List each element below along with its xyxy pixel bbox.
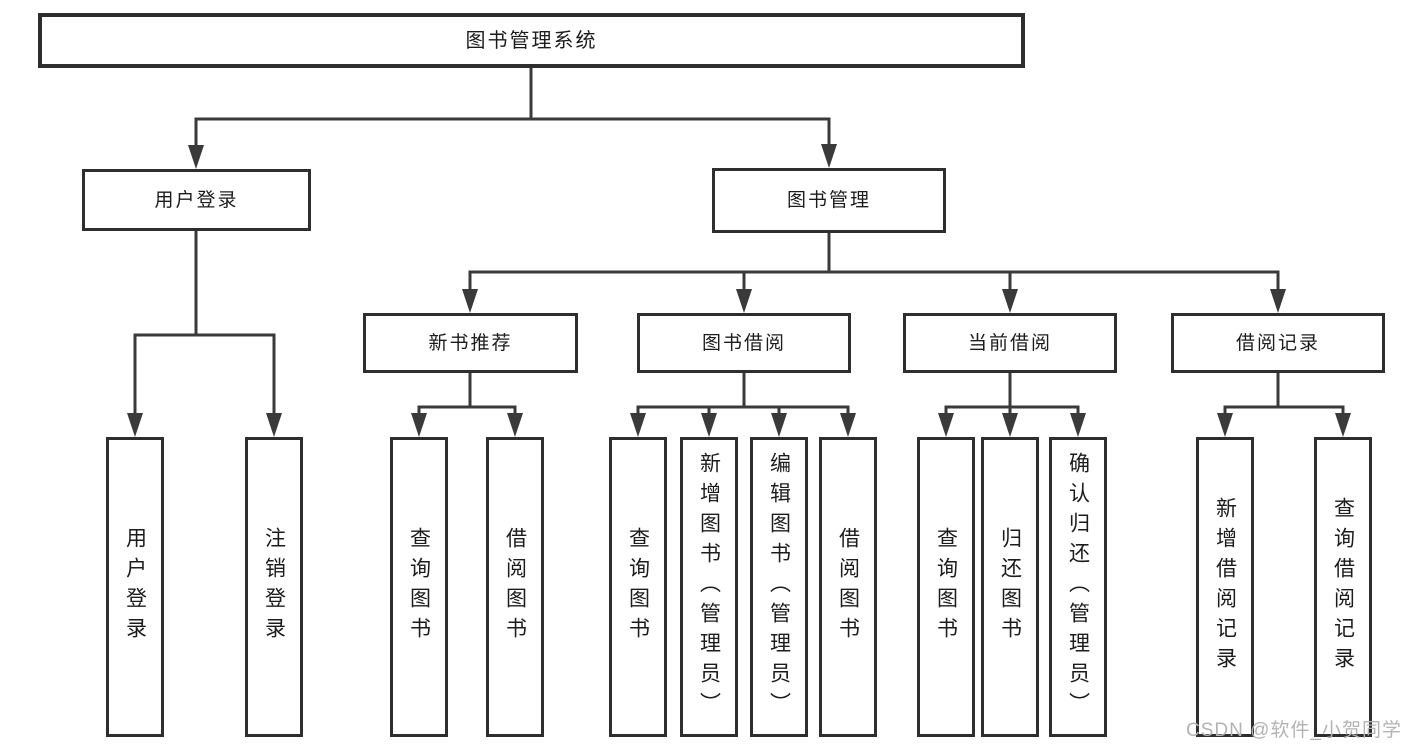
leaf-add-borrow-record: 新增借阅记录 — [1196, 437, 1254, 737]
leaf-edit-books-admin-label: 编辑图书（管理员） — [767, 452, 791, 722]
node-current-borrow-label: 当前借阅 — [967, 332, 1052, 354]
leaf-logout: 注销登录 — [245, 437, 303, 737]
leaf-query-books-3: 查询图书 — [917, 437, 975, 737]
leaf-borrow-books-2: 借阅图书 — [819, 437, 877, 737]
node-user-login-label: 用户登录 — [154, 189, 239, 211]
node-book-borrow: 图书借阅 — [637, 313, 851, 373]
node-new-book-recommend-label: 新书推荐 — [428, 332, 513, 354]
node-book-management: 图书管理 — [712, 168, 946, 233]
node-user-login: 用户登录 — [82, 169, 311, 231]
node-borrow-records: 借阅记录 — [1171, 313, 1385, 373]
node-library-system-label: 图书管理系统 — [465, 29, 598, 52]
leaf-add-borrow-record-label: 新增借阅记录 — [1213, 497, 1237, 677]
leaf-edit-books-admin: 编辑图书（管理员） — [750, 437, 808, 737]
node-library-system: 图书管理系统 — [38, 13, 1025, 68]
node-current-borrow: 当前借阅 — [903, 313, 1117, 373]
leaf-confirm-return-admin-label: 确认归还（管理员） — [1066, 452, 1090, 722]
csdn-watermark: CSDN @软件_小贺同学 — [1186, 720, 1402, 741]
leaf-logout-label: 注销登录 — [262, 527, 286, 647]
node-book-management-label: 图书管理 — [786, 190, 871, 211]
leaf-add-books-admin: 新增图书（管理员） — [680, 437, 738, 737]
leaf-user-login: 用户登录 — [106, 437, 164, 737]
leaf-query-books-3-label: 查询图书 — [934, 527, 958, 647]
leaf-query-books-1: 查询图书 — [390, 437, 448, 737]
leaf-query-borrow-record: 查询借阅记录 — [1314, 437, 1372, 737]
leaf-borrow-books-1: 借阅图书 — [486, 437, 544, 737]
leaf-confirm-return-admin: 确认归还（管理员） — [1049, 437, 1107, 737]
node-borrow-records-label: 借阅记录 — [1235, 332, 1320, 354]
leaf-user-login-label: 用户登录 — [123, 527, 147, 647]
node-book-borrow-label: 图书借阅 — [701, 332, 786, 354]
leaf-add-books-admin-label: 新增图书（管理员） — [697, 452, 721, 722]
leaf-return-books: 归还图书 — [981, 437, 1039, 737]
leaf-query-books-2-label: 查询图书 — [626, 527, 650, 647]
leaf-query-borrow-record-label: 查询借阅记录 — [1331, 497, 1355, 677]
leaf-query-books-2: 查询图书 — [609, 437, 667, 737]
leaf-borrow-books-1-label: 借阅图书 — [503, 527, 527, 647]
arrowheads — [127, 144, 1351, 437]
leaf-query-books-1-label: 查询图书 — [407, 527, 431, 647]
node-new-book-recommend: 新书推荐 — [363, 313, 578, 373]
leaf-borrow-books-2-label: 借阅图书 — [836, 527, 860, 647]
leaf-return-books-label: 归还图书 — [998, 527, 1022, 647]
